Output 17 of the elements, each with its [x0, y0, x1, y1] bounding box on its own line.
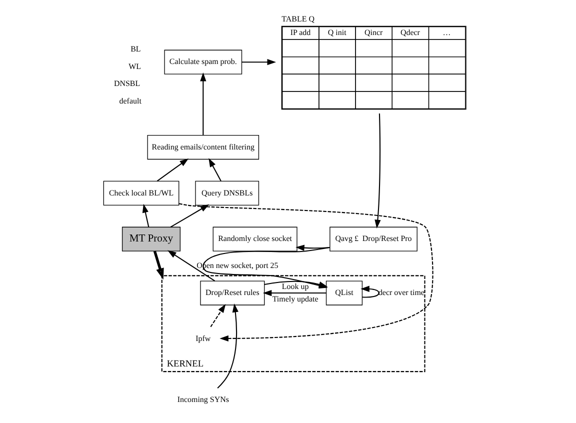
arrow: [208, 158, 222, 182]
arrow: [360, 286, 380, 298]
arrow: [264, 280, 328, 288]
arrow: [170, 204, 210, 228]
arrow: [200, 72, 206, 136]
arrow: [374, 113, 381, 229]
node-box: MT Proxy: [122, 226, 181, 252]
arrow: [210, 304, 226, 328]
arrow: [217, 303, 238, 389]
arrow: [178, 203, 434, 342]
arrow: [142, 204, 150, 228]
arrow: [167, 250, 216, 282]
arrow: [296, 244, 330, 251]
arrow: [262, 290, 326, 296]
arrow: [156, 158, 189, 182]
arrow: [242, 59, 276, 66]
arrow: [153, 250, 164, 280]
